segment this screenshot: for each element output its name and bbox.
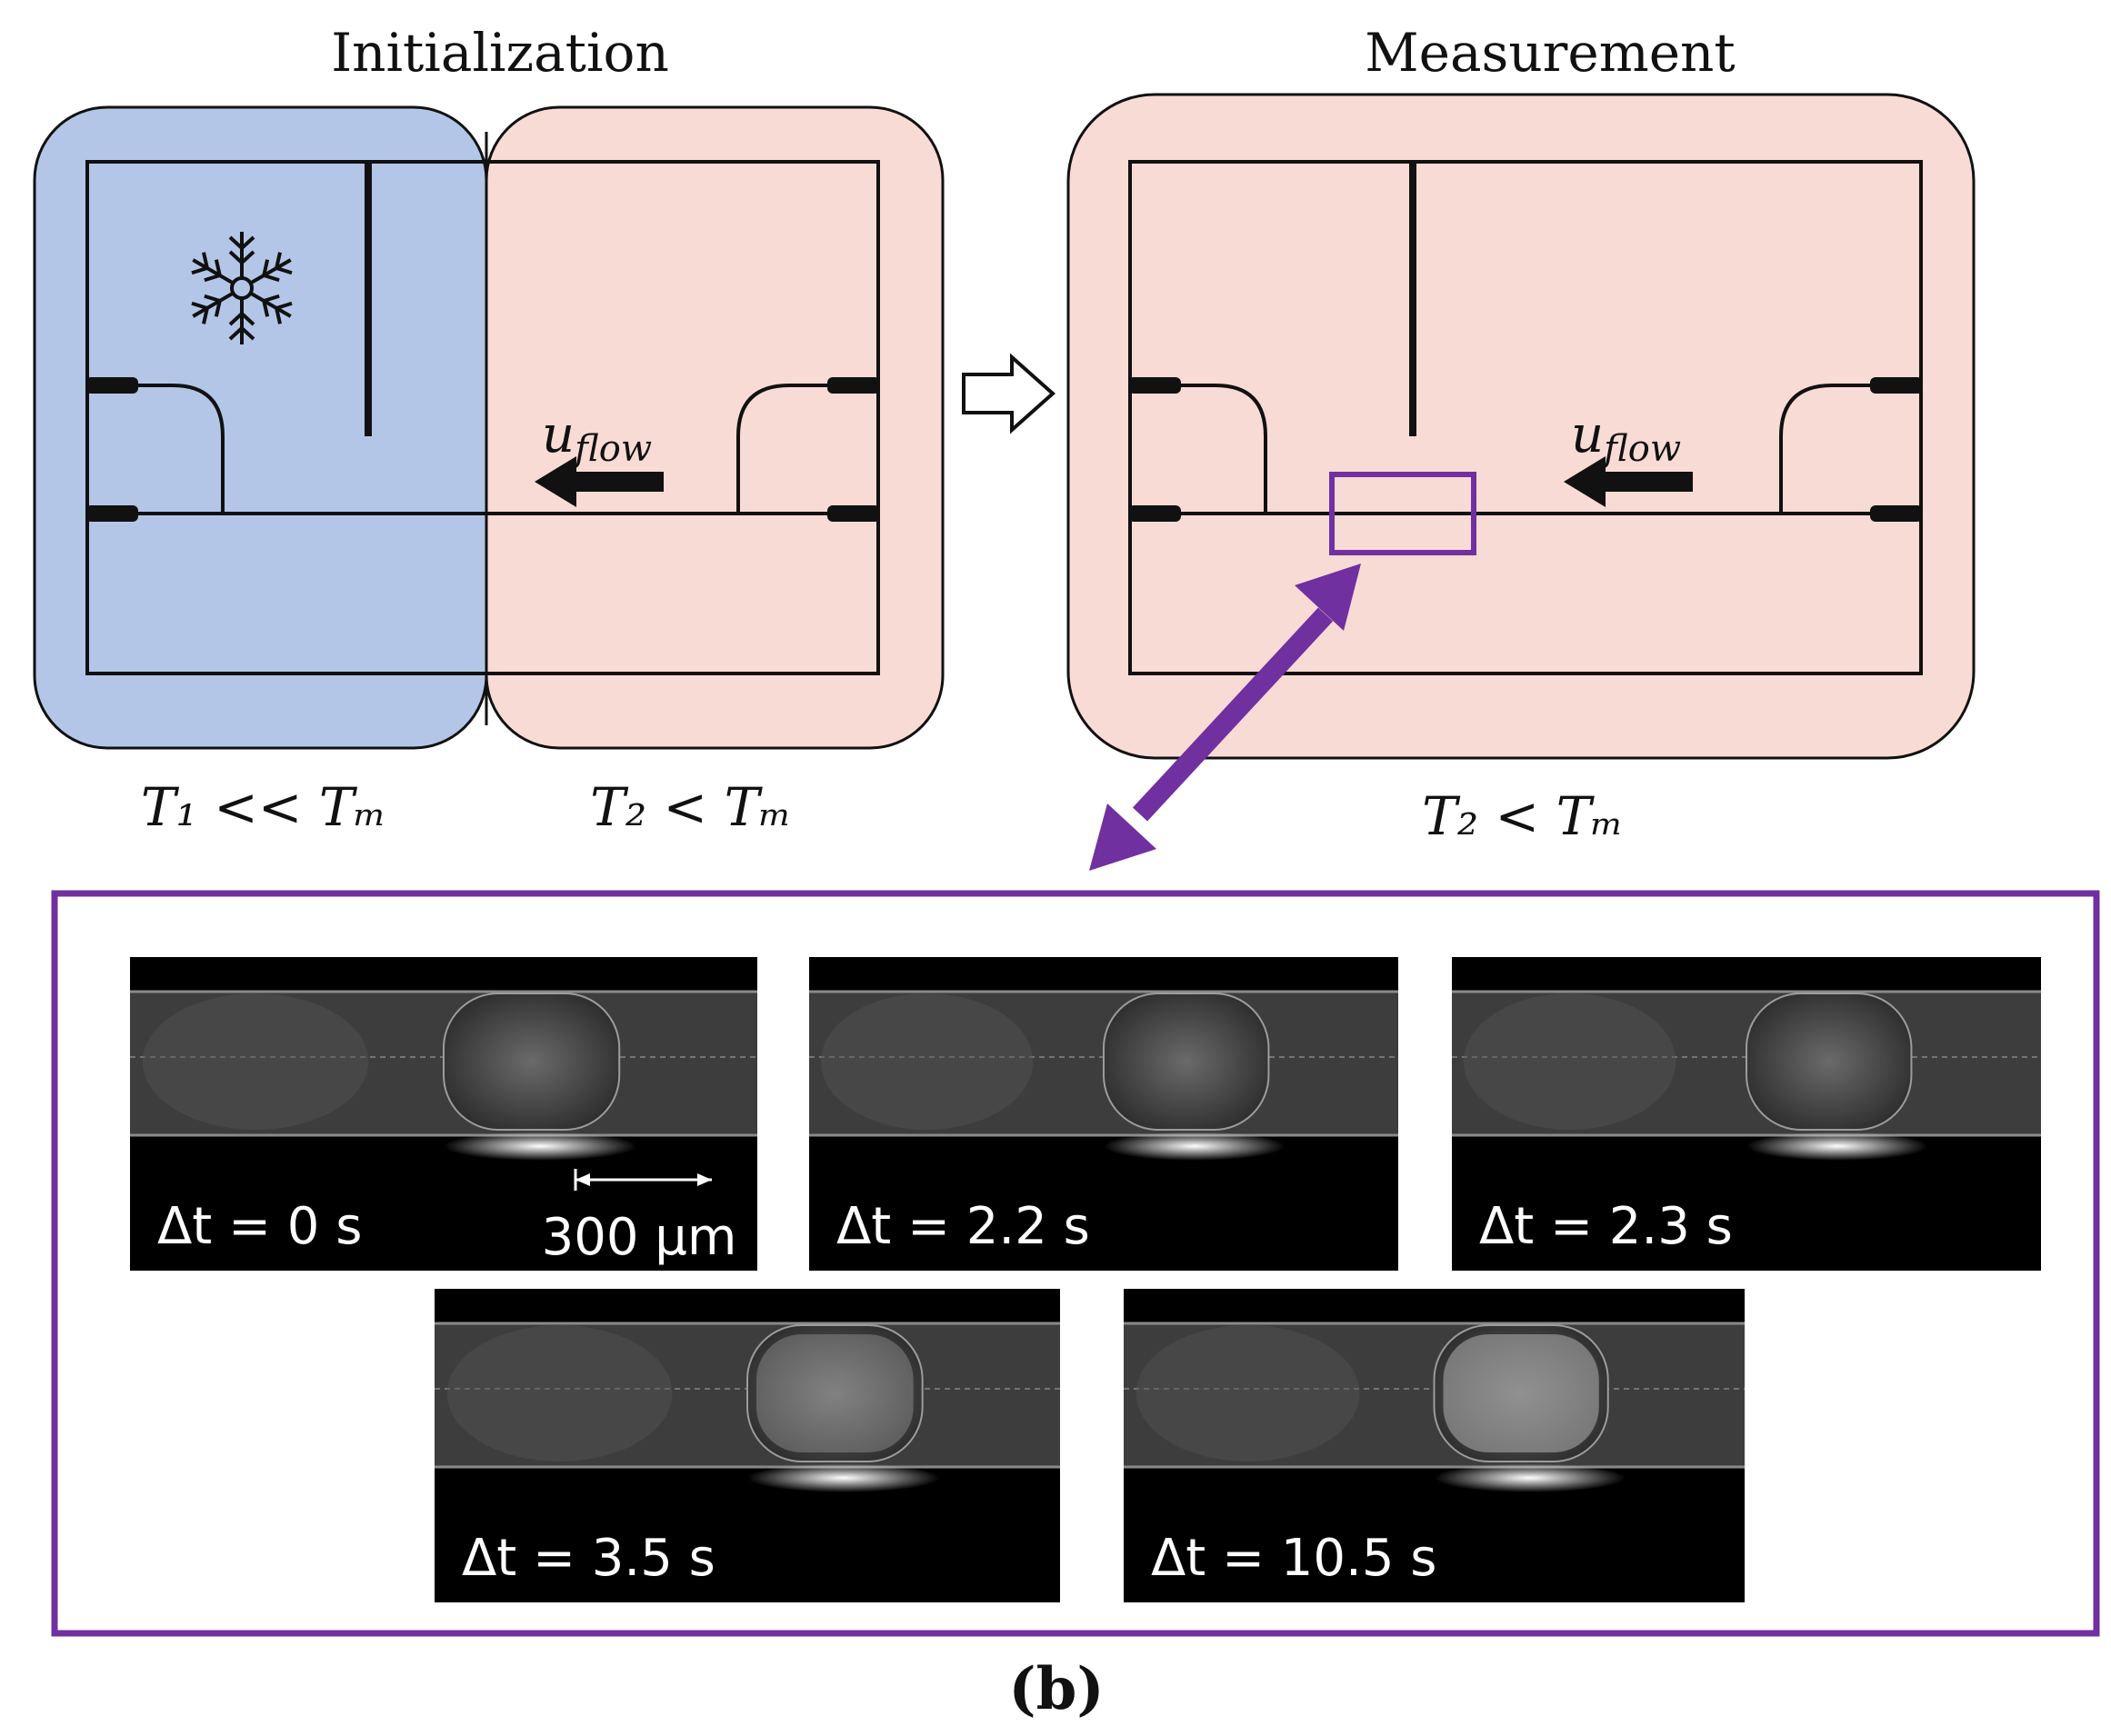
initialization-panel: Initialization (33, 22, 945, 838)
measurement-panel: Measurement uflow T₂ < Tₘ (1066, 22, 1976, 847)
hollow-right-arrow-icon (962, 353, 1056, 434)
frame-time-label: Δt = 0 s (157, 1197, 362, 1256)
frame-time-label: Δt = 2.2 s (836, 1197, 1090, 1256)
scale-bar-label: 300 μm (542, 1208, 737, 1267)
measurement-title: Measurement (1365, 22, 1735, 84)
image-sequence-box (51, 890, 2100, 1637)
measurement-temperature-label: T₂ < Tₘ (1422, 785, 1624, 847)
inlet-ports (1128, 377, 1923, 522)
svg-text:uflow: uflow (542, 405, 652, 470)
cold-zone (33, 105, 488, 750)
frame-time-label: Δt = 10.5 s (1151, 1529, 1436, 1588)
flow-label: u (1571, 405, 1604, 464)
flow-subscript: flow (572, 428, 652, 470)
inlet-ports (85, 377, 880, 522)
flow-label: u (542, 405, 575, 464)
micrograph-frame: Δt = 3.5 s (435, 1289, 1060, 1602)
frame-grid: Δt = 0 s 300 μm Δt = 2.2 s Δt = 2.3 s Δt = 3… (130, 957, 2041, 1602)
micrograph-frame: Δt = 0 s 300 μm (130, 957, 757, 1271)
left-arrow-icon (1564, 456, 1693, 507)
chip-channels (85, 160, 880, 675)
caption: (b) (1008, 1655, 1104, 1723)
micrograph-frame: Δt = 2.3 s (1452, 957, 2041, 1271)
micrograph-frame: Δt = 2.2 s (809, 957, 1398, 1271)
frame-time-label: Δt = 2.3 s (1479, 1197, 1733, 1256)
snowflake-icon (185, 232, 299, 346)
cold-temperature-label: T₁ << Tₘ (141, 776, 386, 838)
measurement-zone (1066, 93, 1976, 760)
micrograph-frame: Δt = 10.5 s (1124, 1289, 1745, 1602)
left-arrow-icon (535, 456, 664, 507)
warm-temperature-label: T₂ < Tₘ (590, 776, 792, 838)
chip-channels (1128, 160, 1923, 675)
initialization-title: Initialization (331, 22, 669, 84)
scale-bar: 300 μm (542, 1169, 737, 1267)
observation-window (1329, 472, 1476, 555)
flow-subscript: flow (1601, 428, 1681, 470)
double-headed-arrow-icon (1089, 564, 1361, 871)
frame-time-label: Δt = 3.5 s (462, 1529, 715, 1588)
svg-text:uflow: uflow (1571, 405, 1681, 470)
